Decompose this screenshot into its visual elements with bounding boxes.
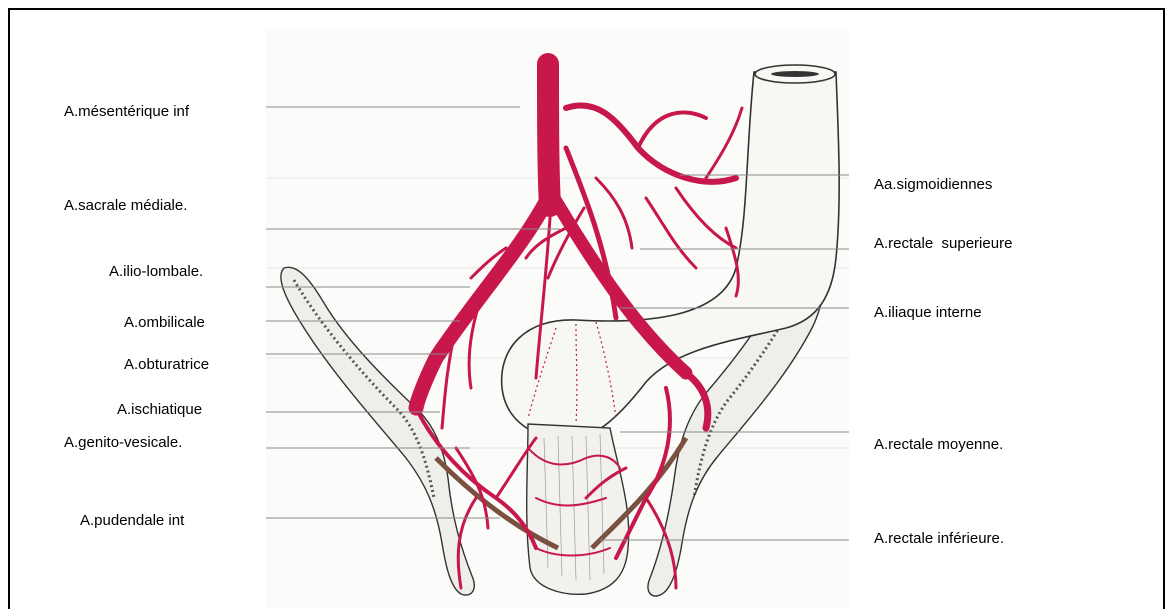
label-rectale-inferieure: A.rectale inférieure. <box>874 530 1004 548</box>
label-pudendale-int: A.pudendale int <box>80 512 184 530</box>
rectum <box>527 424 629 594</box>
label-obturatrice: A.obturatrice <box>124 356 209 374</box>
illustration-svg <box>266 28 849 609</box>
label-ilio-lombale: A.ilio-lombale. <box>109 263 203 281</box>
label-ischiatique: A.ischiatique <box>117 401 202 419</box>
label-rectale-superieure: A.rectale superieure <box>874 235 1012 253</box>
label-ombilicale: A.ombilicale <box>124 314 205 332</box>
label-mesenterique-inf: A.mésentérique inf <box>64 103 189 121</box>
pelvic-arteries-illustration <box>266 28 849 609</box>
label-sigmoidiennes: Aa.sigmoidiennes <box>874 176 992 194</box>
label-genito-vesicale: A.genito-vesicale. <box>64 434 182 452</box>
colon-lumen-inner <box>771 71 819 77</box>
label-sacrale-mediale: A.sacrale médiale. <box>64 197 187 215</box>
label-rectale-moyenne: A.rectale moyenne. <box>874 436 1003 454</box>
label-iliaque-interne: A.iliaque interne <box>874 304 982 322</box>
